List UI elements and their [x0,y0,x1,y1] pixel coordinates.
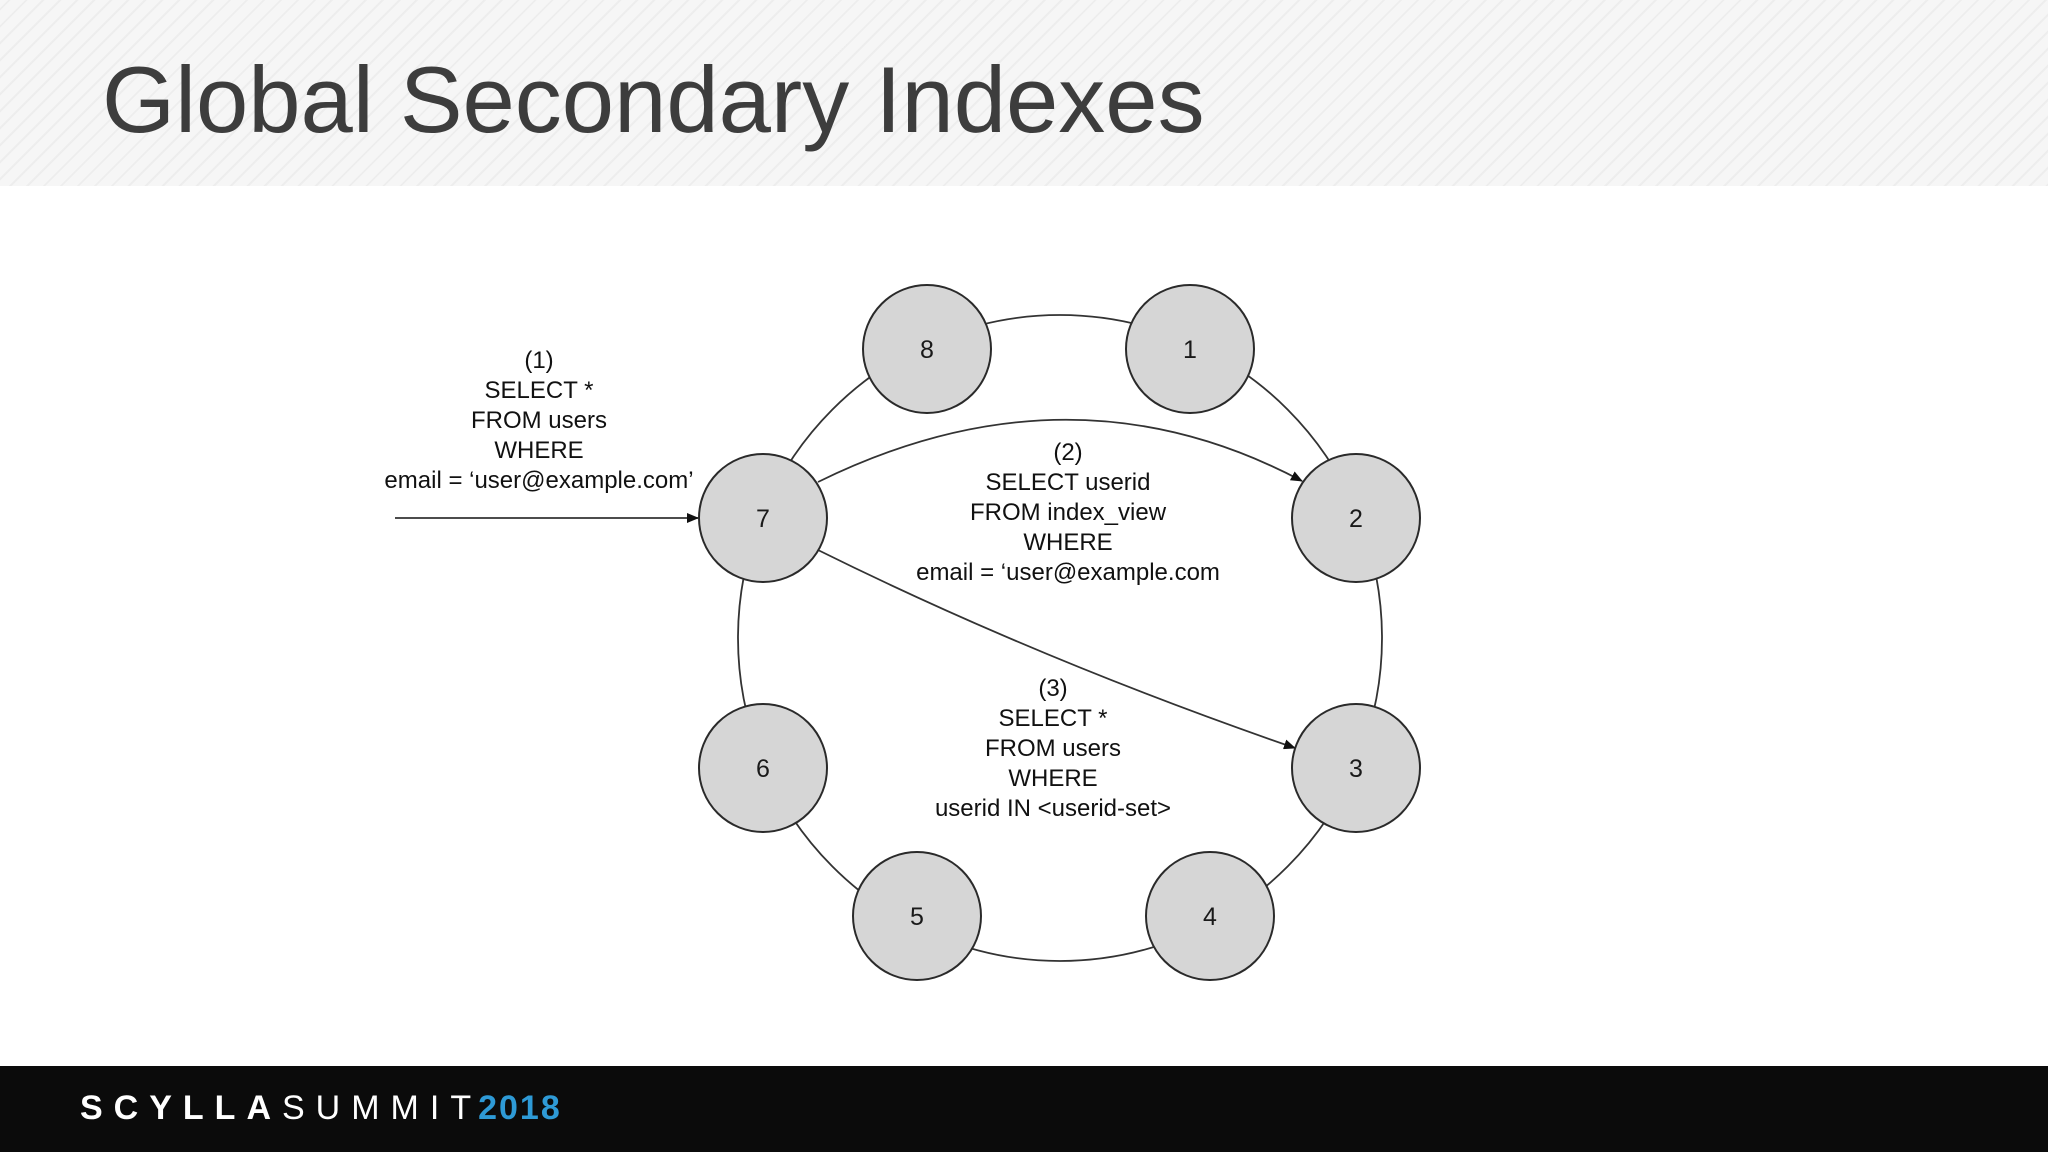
token-ring [737,314,1383,962]
node-7-circle [698,453,828,583]
arrow-node-7-to-node-2 [817,418,1303,483]
node-4-circle [1145,851,1275,981]
logo-year: 2018 [478,1089,562,1127]
query-2-label: (2) SELECT userid FROM index_view WHERE … [916,439,1220,586]
arrow-node-7-to-node-3 [817,549,1296,750]
node-1: 1 [1125,284,1255,414]
query-2-where: WHERE [1023,529,1112,556]
query-2-select: SELECT userid [986,469,1151,496]
query-2-step: (2) [1053,439,1082,466]
node-7-label: 7 [756,505,770,533]
node-6-circle [698,703,828,833]
node-3-circle [1291,703,1421,833]
node-1-circle [1125,284,1255,414]
query-3-select: SELECT * [999,705,1108,732]
node-5-circle [852,851,982,981]
node-3-label: 3 [1349,755,1363,783]
query-1-from: FROM users [471,407,607,434]
query-1-select: SELECT * [485,377,594,404]
slide-title: Global Secondary Indexes [102,47,1205,152]
footer-bar: SCYLLASUMMIT2018 [0,1066,2048,1152]
query-3-from: FROM users [985,735,1121,762]
node-8-circle [862,284,992,414]
node-5-label: 5 [910,903,924,931]
node-8-label: 8 [920,336,934,364]
logo-word-scylla: SCYLLA [80,1089,282,1127]
header-band [0,0,2048,186]
node-8: 8 [862,284,992,414]
query-1-step: (1) [524,347,553,374]
query-3-label: (3) SELECT * FROM users WHERE userid IN … [935,675,1171,822]
node-3: 3 [1291,703,1421,833]
node-6-label: 6 [756,755,770,783]
node-4-label: 4 [1203,903,1217,931]
query-3-condition: userid IN <userid-set> [935,795,1171,822]
query-2-condition: email = ‘user@example.com [916,559,1220,586]
node-2: 2 [1291,453,1421,583]
node-2-label: 2 [1349,505,1363,533]
query-1-where: WHERE [494,437,583,464]
query-1-condition: email = ‘user@example.com’ [384,467,693,494]
query-3-where: WHERE [1008,765,1097,792]
node-5: 5 [852,851,982,981]
query-2-from: FROM index_view [970,499,1167,526]
node-2-circle [1291,453,1421,583]
query-1-label: (1) SELECT * FROM users WHERE email = ‘u… [384,347,693,494]
query-3-step: (3) [1038,675,1067,702]
node-7: 7 [698,453,828,583]
node-6: 6 [698,703,828,833]
node-4: 4 [1145,851,1275,981]
logo-word-summit: SUMMIT [282,1089,483,1127]
node-1-label: 1 [1183,336,1197,364]
scylla-summit-logo: SCYLLASUMMIT2018 [80,1086,562,1130]
